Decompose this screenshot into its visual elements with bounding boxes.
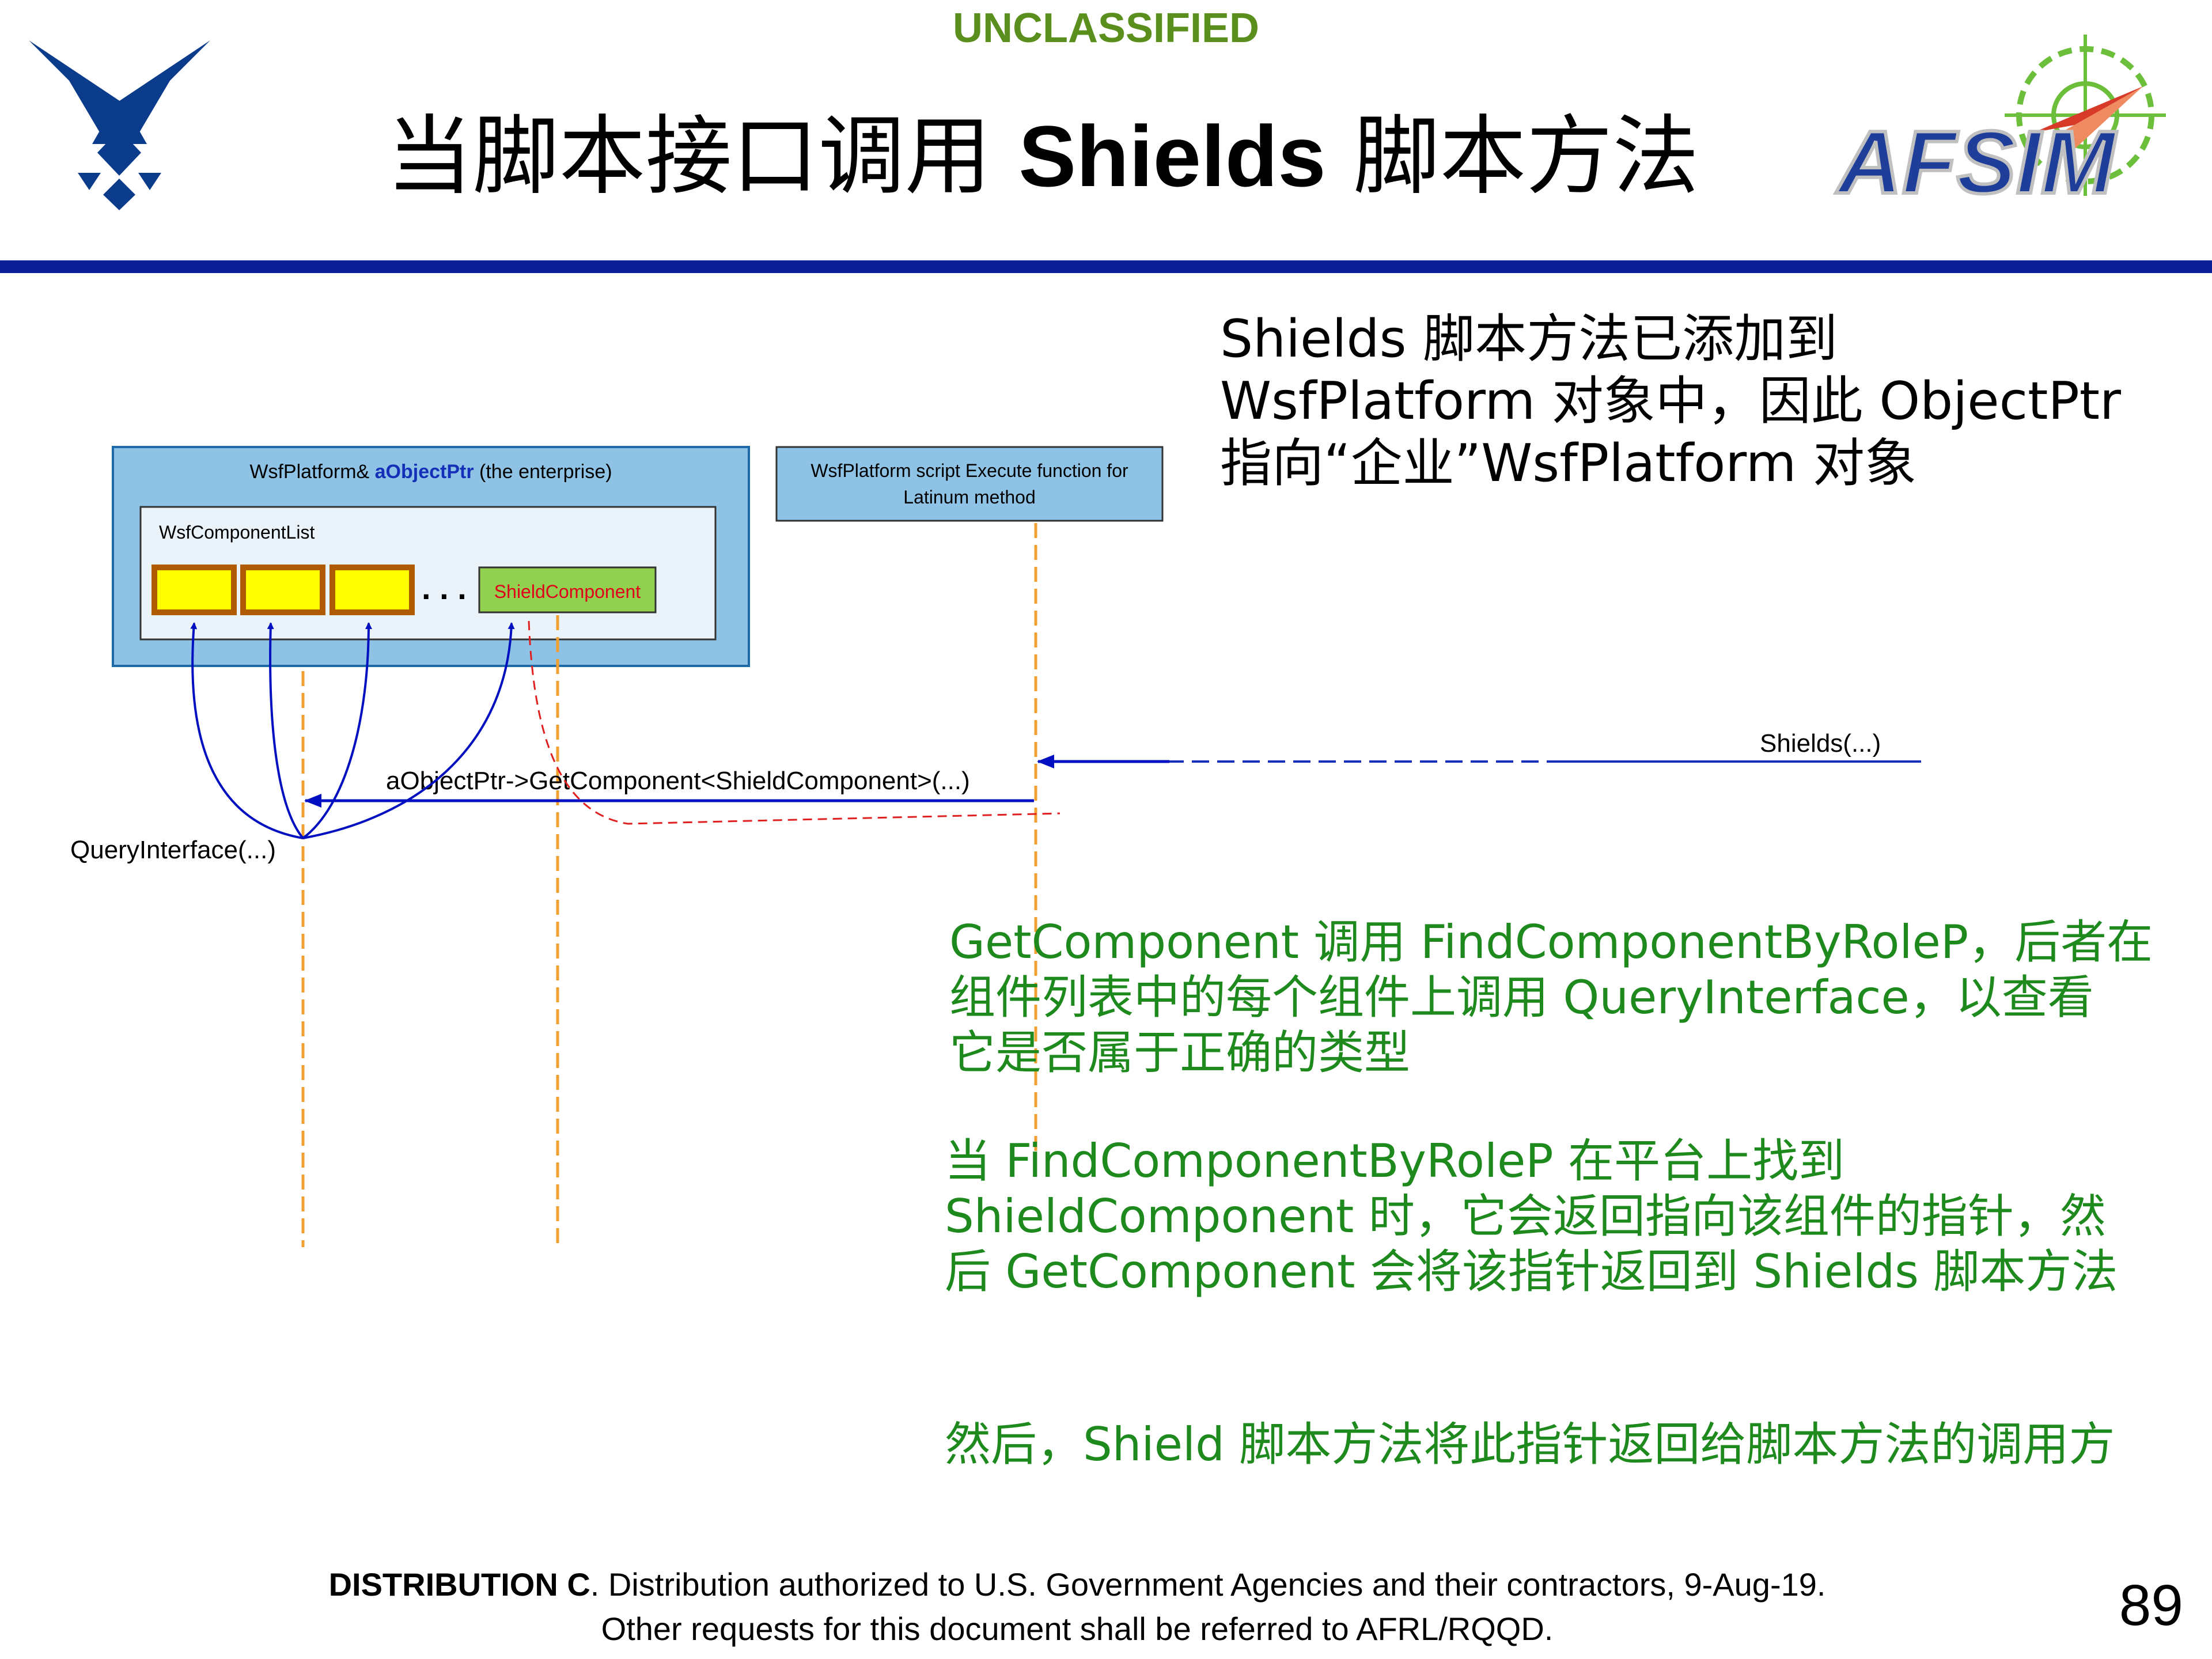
note-line: GetComponent 调用 FindComponentByRoleP，后者在 <box>949 915 2153 969</box>
air-force-wings-icon <box>29 40 210 210</box>
component-1 <box>151 565 237 615</box>
note-platform-line: 指向“企业”WsfPlatform 对象 <box>1220 433 1916 494</box>
component-3 <box>329 565 415 615</box>
note-line: 它是否属于正确的类型 <box>949 1026 1410 1080</box>
note-line: ShieldComponent 时，它会返回指向该组件的指针，然 <box>945 1190 2106 1243</box>
classification-banner: UNCLASSIFIED <box>952 5 1260 51</box>
platform-box-label: WsfPlatform& aObjectPtr (the enterprise) <box>249 461 612 483</box>
page-number: 89 <box>2119 1573 2183 1638</box>
shield-component-label: ShieldComponent <box>494 581 641 602</box>
get-component-label: aObjectPtr->GetComponent<ShieldComponent… <box>386 767 970 795</box>
shield-component-box <box>478 566 657 613</box>
query-interface-label: QueryInterface(...) <box>70 836 276 864</box>
distribution-statement: DISTRIBUTION C. Distribution authorized … <box>328 1566 1826 1603</box>
component-list-label: WsfComponentList <box>159 522 315 543</box>
note-line: 组件列表中的每个组件上调用 QueryInterface，以查看 <box>949 971 2094 1024</box>
note-platform-line: WsfPlatform 对象中，因此 ObjectPtr <box>1220 371 2122 431</box>
query-interface-calls <box>190 622 515 839</box>
note-find-component: 当 FindComponentByRoleP 在平台上找到 ShieldComp… <box>945 1134 2189 1300</box>
note-get-component: GetComponent 调用 FindComponentByRoleP，后者在… <box>949 915 2188 1081</box>
afsim-logo: AFSIM <box>1834 35 2166 214</box>
note-line: 后 GetComponent 会将该指针返回到 Shields 脚本方法 <box>945 1245 2118 1298</box>
note-return-caller: 然后，Shield 脚本方法将此指针返回给脚本方法的调用方 <box>945 1418 2115 1471</box>
shields-call-label: Shields(...) <box>1760 729 1881 757</box>
components-ellipsis: . . . <box>422 570 467 606</box>
note-platform: Shields 脚本方法已添加到 WsfPlatform 对象中，因此 Obje… <box>1220 308 2199 495</box>
component-2 <box>240 565 325 615</box>
afsim-logo-text: AFSIM <box>1835 112 2117 212</box>
execute-box-line2: Latinum method <box>903 487 1035 507</box>
page-title: 当脚本接口调用 Shields 脚本方法 <box>386 107 1699 207</box>
distribution-statement-line2: Other requests for this document shall b… <box>601 1611 1554 1647</box>
note-platform-line: Shields 脚本方法已添加到 <box>1220 309 1838 369</box>
note-line: 当 FindComponentByRoleP 在平台上找到 <box>945 1134 1845 1188</box>
execute-box-line1: WsfPlatform script Execute function for <box>810 460 1128 481</box>
header-divider <box>0 260 2212 273</box>
execute-function-box <box>775 446 1164 522</box>
return-pointer-path <box>528 620 1060 825</box>
